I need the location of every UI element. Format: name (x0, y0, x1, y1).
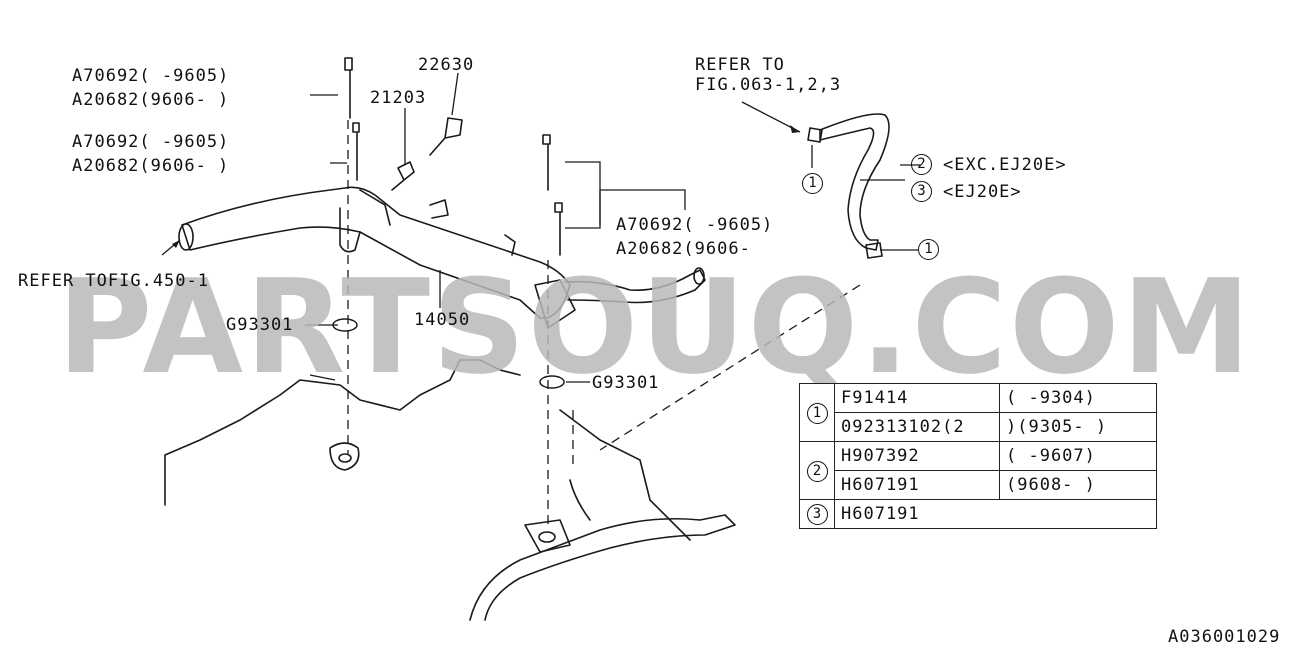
ref-circle-1: 1 (806, 402, 828, 424)
diagram-id: A036001029 (1168, 627, 1281, 647)
date-range-cell: )(9305- ) (999, 412, 1157, 442)
washer-g93301-left (332, 318, 358, 332)
engine-outline (164, 359, 521, 506)
label-ej20e: <EJ20E> (943, 182, 1022, 202)
table-row: H607191 (9608- ) (800, 470, 1157, 500)
part-number-cell: F91414 (834, 383, 1000, 413)
ref-cell: 2 (799, 441, 835, 500)
lower-pipe (469, 514, 736, 621)
label-a20682-top: A20682(9606- ) (72, 90, 230, 110)
label-g93301-left: G93301 (226, 315, 294, 335)
bolt-2 (352, 122, 360, 181)
table-row: 092313102(2 )(9305- ) (800, 412, 1157, 442)
watermark: PARTSOUQ.COM (57, 251, 1253, 403)
pipe-inlet (178, 223, 194, 251)
date-range-cell: (9608- ) (999, 470, 1157, 500)
callout-circle-3: 3 (911, 181, 932, 202)
ref-circle-2: 2 (806, 460, 828, 482)
table-row: 1 F91414 ( -9304) (799, 383, 1157, 442)
table-row: 2 H907392 ( -9607) (799, 441, 1157, 500)
outlet-pipe (564, 269, 706, 304)
sensor-21203 (391, 161, 415, 191)
part-number-cell: 092313102(2 (834, 412, 1000, 442)
washer-g93301-right (539, 375, 565, 389)
bolt-4 (554, 202, 563, 256)
sensor-22630 (429, 117, 463, 156)
callout-circle-2: 2 (911, 154, 932, 175)
callout-circle-1-right: 1 (918, 239, 939, 260)
ref-cell: 1 (799, 383, 835, 442)
label-refer-to: REFER TO (695, 55, 785, 75)
label-a70692-top: A70692( -9605) (72, 66, 230, 86)
label-fig063: FIG.063-1,2,3 (695, 75, 842, 95)
part-number-cell: H607191 (834, 499, 1157, 529)
label-g93301-right: G93301 (592, 373, 660, 393)
label-a70692-mid: A70692( -9605) (72, 132, 230, 152)
ref-cell: 3 (799, 499, 835, 529)
label-22630: 22630 (418, 55, 475, 75)
part-number-cell: H607191 (834, 470, 1000, 500)
label-a20682-right: A20682(9606- (616, 239, 751, 259)
date-range-cell: ( -9304) (999, 383, 1157, 413)
label-exc-ej20e: <EXC.EJ20E> (943, 155, 1067, 175)
part-number-cell: H907392 (834, 441, 1000, 471)
label-21203: 21203 (370, 88, 427, 108)
table-row: 3 H607191 (799, 499, 1157, 529)
label-refer-fig450: REFER TOFIG.450-1 (18, 271, 209, 291)
label-14050: 14050 (414, 310, 471, 330)
bolt-1 (344, 57, 353, 119)
pipe-14050 (181, 186, 571, 319)
label-a70692-right: A70692( -9605) (616, 215, 774, 235)
date-range-cell: ( -9607) (999, 441, 1157, 471)
parts-table: 1 F91414 ( -9304) 092313102(2 )(9305- ) … (799, 383, 1157, 529)
label-a20682-mid: A20682(9606- ) (72, 156, 230, 176)
callout-circle-1-top: 1 (802, 173, 823, 194)
ref-circle-3: 3 (806, 504, 828, 525)
bolt-3 (542, 134, 551, 191)
hose-ej20e (819, 113, 890, 251)
